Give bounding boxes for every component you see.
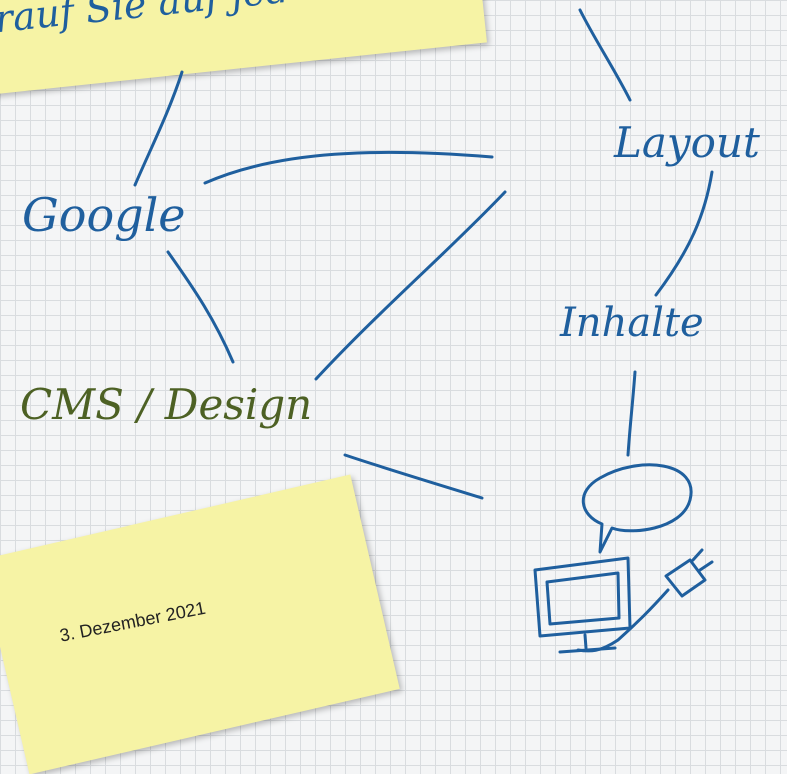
- connector-note-google: [133, 70, 184, 187]
- power-plug-icon: [576, 548, 714, 653]
- connector-google-cms: [166, 250, 235, 364]
- connector-note-layout: [578, 8, 632, 102]
- connector-inhalte-computer: [626, 370, 637, 457]
- connector-cms-computer: [343, 453, 484, 500]
- label-cms-design: CMS / Design: [20, 380, 313, 429]
- speech-bubble-icon: [581, 463, 693, 554]
- connector-layout-inhalte: [654, 170, 714, 297]
- label-google: Google: [22, 188, 186, 242]
- label-inhalte: Inhalte: [560, 300, 704, 346]
- mindmap-connectors: [133, 8, 714, 654]
- connector-cms-diagonal: [314, 190, 507, 381]
- connector-google-top: [203, 150, 494, 185]
- computer-monitor-icon: [533, 556, 632, 654]
- label-layout: Layout: [614, 118, 760, 167]
